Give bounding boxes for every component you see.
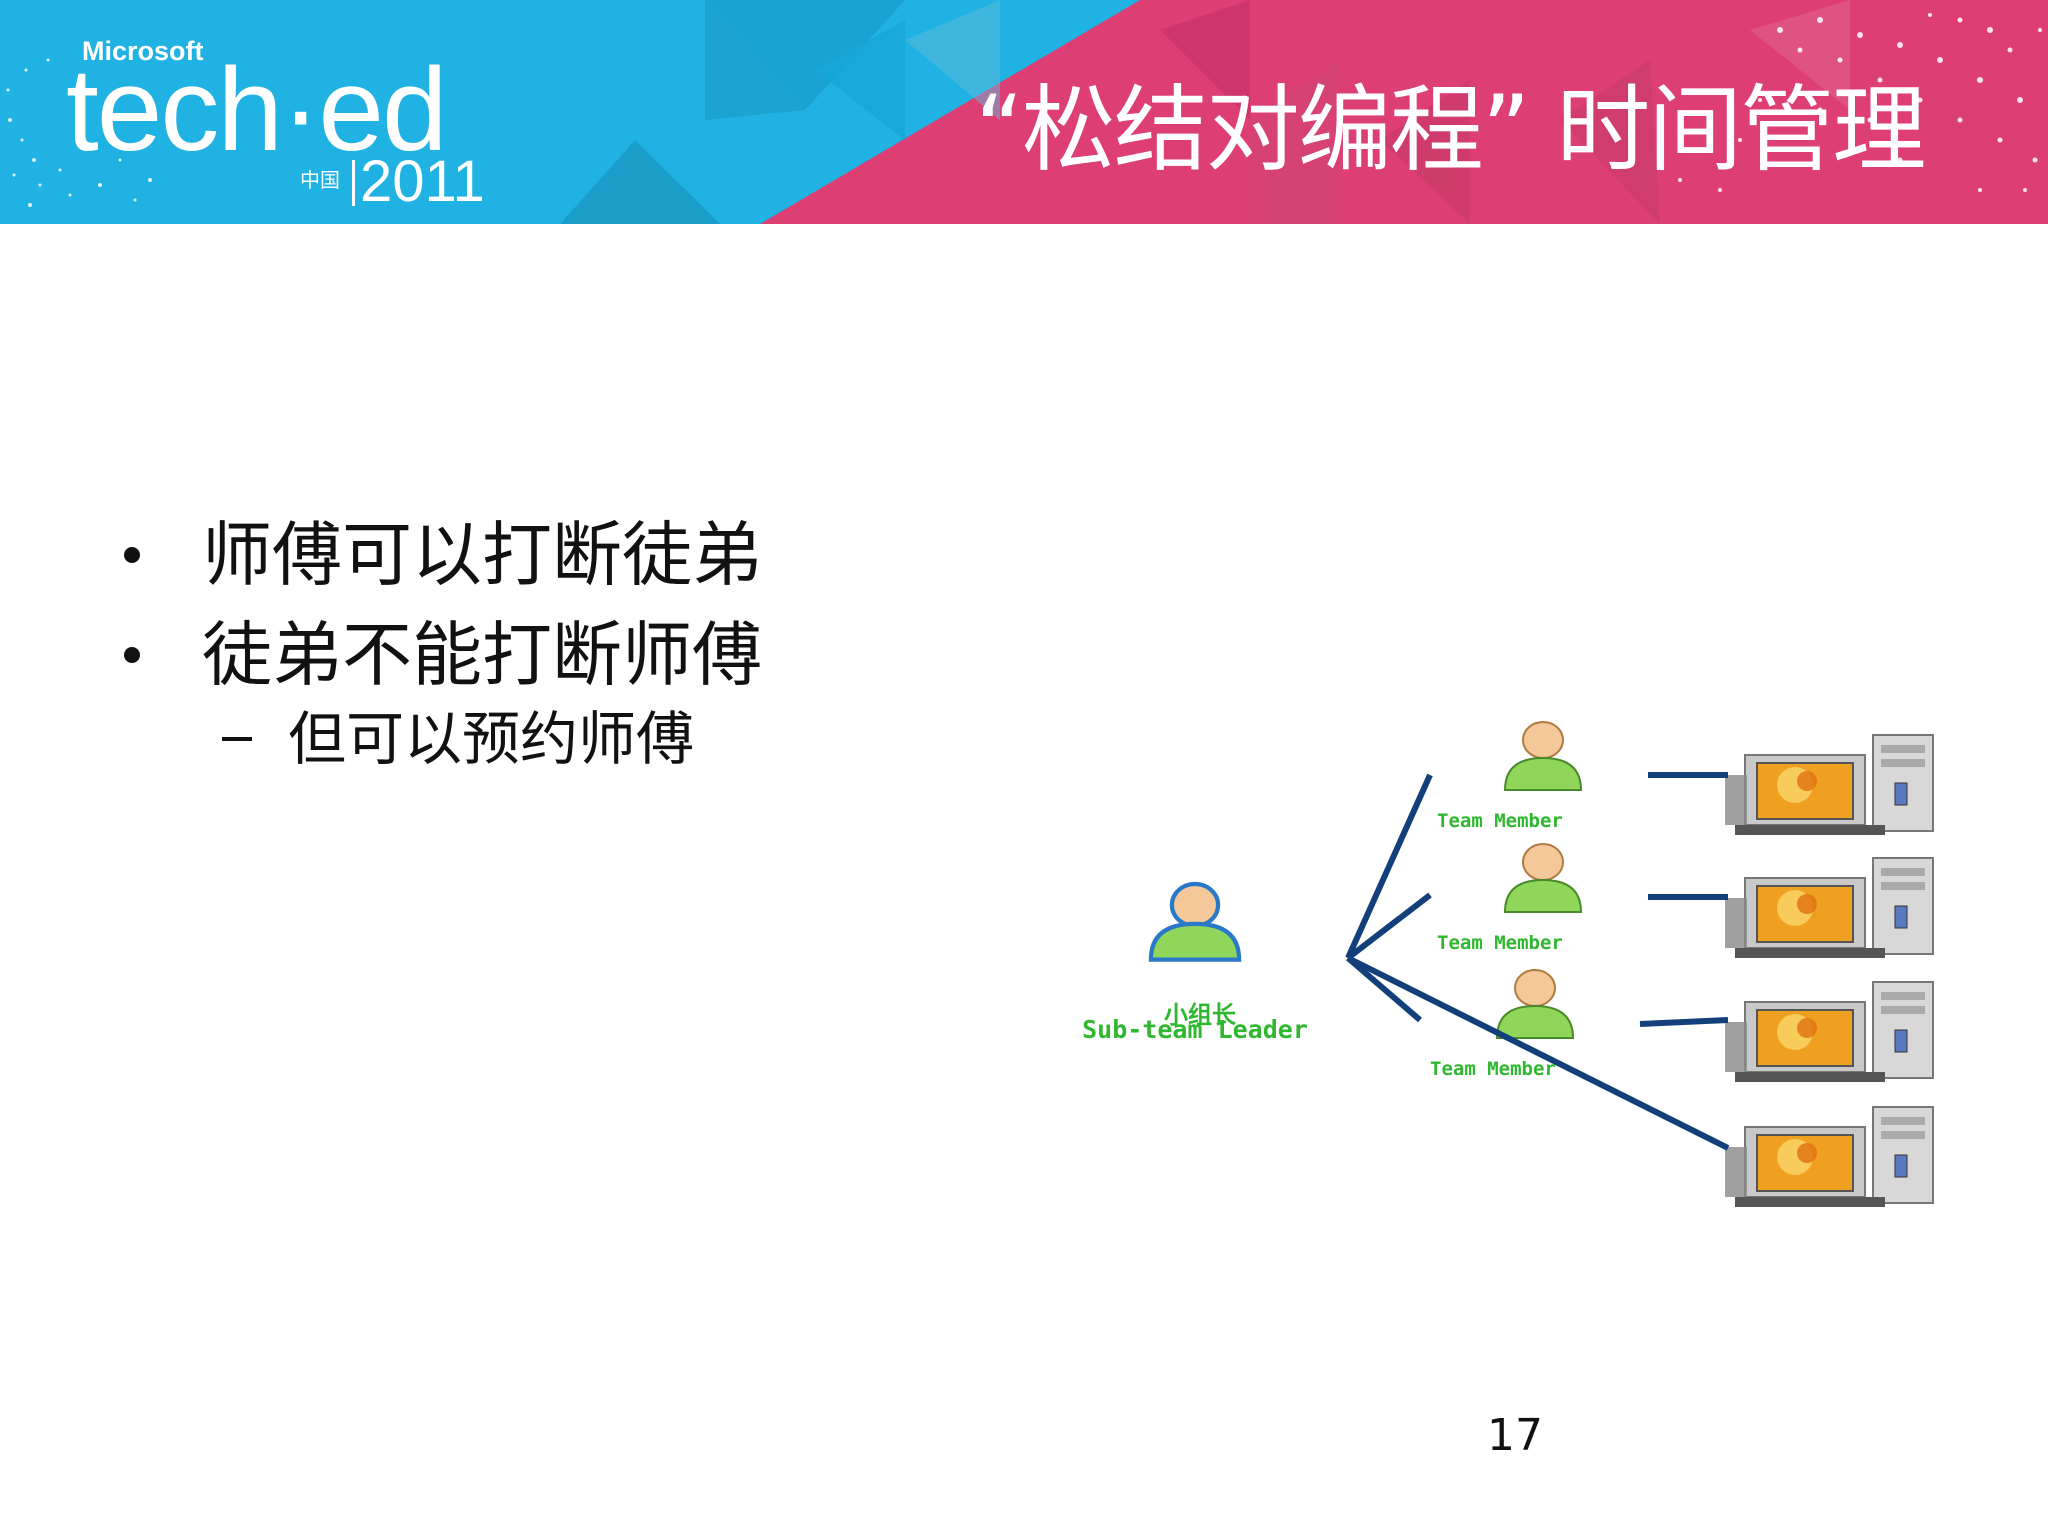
bullet-dot-icon	[124, 647, 140, 663]
page-number: 17	[1487, 1410, 1543, 1461]
connector-lines	[1345, 772, 1730, 1151]
bullet-dot-icon	[124, 547, 140, 563]
bullet-item: 徒弟不能打断师傅	[118, 605, 1018, 705]
computer-icon	[1724, 1106, 1934, 1208]
teched-logo-text: tech·ed	[66, 44, 448, 176]
dash-icon	[222, 737, 252, 741]
member-label: Team Member	[1437, 932, 1563, 954]
computer-icon	[1724, 857, 1934, 959]
leader-label-en: Sub-team Leader	[1082, 1015, 1308, 1044]
member-label: Team Member	[1437, 810, 1563, 832]
leader-label-cn: 小组长	[1164, 1001, 1236, 1029]
logo-region-text: 中国	[300, 168, 340, 192]
banner-background	[0, 0, 2048, 224]
member-person-icon	[1496, 969, 1574, 1039]
bullet-item: 师傅可以打断徒弟	[118, 505, 1018, 605]
member-person-icon	[1504, 721, 1582, 791]
logo-divider	[352, 160, 355, 206]
slide-title: “松结对编程” 时间管理	[975, 76, 1926, 185]
member-label: Team Member	[1430, 1058, 1556, 1080]
bullet-list: 师傅可以打断徒弟 徒弟不能打断师傅 但可以预约师傅	[118, 505, 1018, 779]
team-diagram	[1148, 721, 1934, 1208]
microsoft-logo-text: Microsoft	[82, 36, 204, 66]
computer-icon	[1724, 734, 1934, 836]
member-person-icon	[1504, 843, 1582, 913]
computer-icon	[1724, 981, 1934, 1083]
sub-bullet-item: 但可以预约师傅	[118, 699, 1018, 779]
leader-person-icon	[1148, 881, 1242, 962]
header-banner: Microsoft tech·ed 中国 2011 “松结对编程” 时间管理	[0, 0, 2048, 224]
bullet-text: 师傅可以打断徒弟	[202, 514, 762, 596]
bullet-text: 徒弟不能打断师傅	[202, 614, 762, 696]
logo-year-text: 2011	[360, 149, 485, 214]
sub-bullet-text: 但可以预约师傅	[288, 705, 695, 773]
